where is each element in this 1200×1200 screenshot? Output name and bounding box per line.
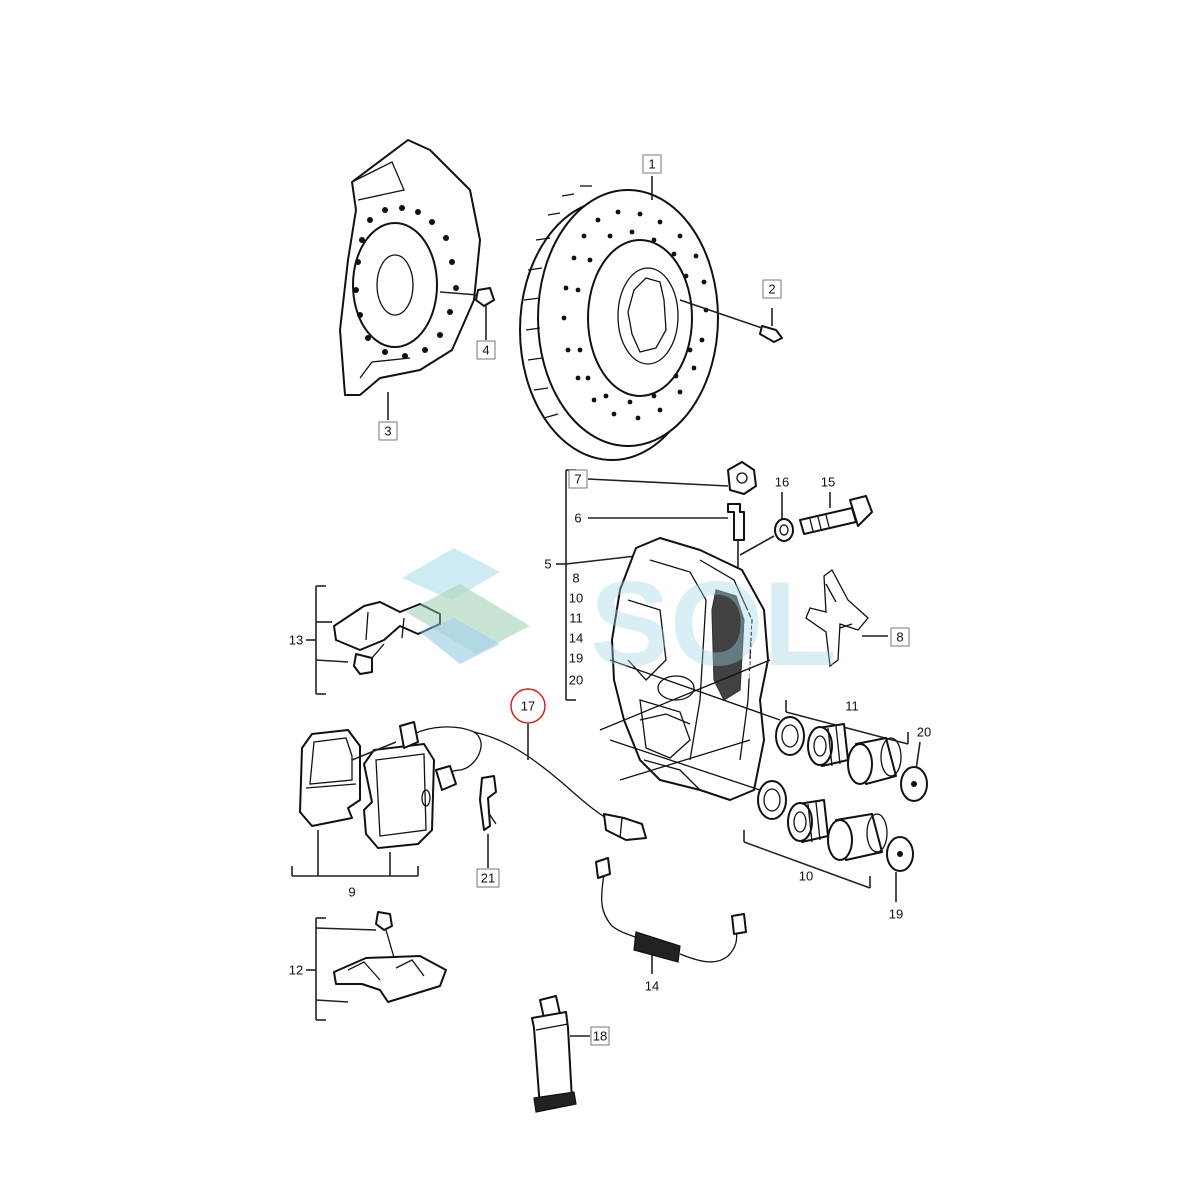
svg-text:1: 1 xyxy=(648,157,655,172)
svg-text:9: 9 xyxy=(348,885,355,900)
callout-11: 11 xyxy=(845,699,859,714)
svg-text:SOL: SOL xyxy=(590,557,837,691)
caliper-kit-list: 8 10 11 14 19 20 xyxy=(569,571,583,688)
svg-text:2: 2 xyxy=(768,282,775,297)
brake-pad-right xyxy=(363,743,435,849)
brake-disc-part xyxy=(519,185,719,461)
callout-12: 12 xyxy=(289,963,303,978)
callout-18: 18 xyxy=(590,1026,610,1046)
anti-rattle-screw-part xyxy=(353,653,373,675)
bracket-10 xyxy=(743,830,871,889)
svg-text:14: 14 xyxy=(569,631,583,646)
callout-6: 6 xyxy=(574,511,581,526)
grease-tube-part xyxy=(531,995,577,1113)
bolt-part xyxy=(475,287,495,307)
callout-9: 9 xyxy=(348,885,355,900)
disc-washer-20 xyxy=(900,766,928,802)
svg-text:15: 15 xyxy=(821,475,835,490)
dust-shield-part xyxy=(339,139,481,396)
svg-text:8: 8 xyxy=(572,571,579,586)
callout-20: 20 xyxy=(917,725,931,740)
seal-ring-upper xyxy=(775,716,805,756)
svg-text:4: 4 xyxy=(482,343,489,358)
svg-text:20: 20 xyxy=(569,673,583,688)
dust-boot-upper xyxy=(807,723,849,767)
svg-text:13: 13 xyxy=(289,633,303,648)
callout-17-highlighted: 17 xyxy=(510,688,546,724)
bleeder-valve-part xyxy=(727,503,745,541)
bracket-9 xyxy=(291,830,419,877)
svg-text:8: 8 xyxy=(896,630,903,645)
bracket-13 xyxy=(306,585,326,695)
piston-upper xyxy=(847,737,902,785)
svg-text:10: 10 xyxy=(799,869,813,884)
svg-text:21: 21 xyxy=(481,871,495,886)
callout-2: 2 xyxy=(762,279,782,299)
seal-ring-lower xyxy=(757,780,787,820)
callout-19: 19 xyxy=(889,907,903,922)
caliper-bolt-part xyxy=(799,495,873,535)
sensor-clip-part xyxy=(479,775,497,831)
svg-text:6: 6 xyxy=(574,511,581,526)
watermark: SOL xyxy=(402,548,837,691)
piston-lower xyxy=(827,813,888,861)
brake-caliper-part: PORSCHE xyxy=(611,537,769,801)
svg-text:3: 3 xyxy=(384,424,391,439)
callout-21: 21 xyxy=(476,868,500,888)
bleeder-cap-part xyxy=(727,461,757,495)
svg-text:19: 19 xyxy=(889,907,903,922)
brake-pad-left xyxy=(299,729,361,827)
brake-line-part xyxy=(595,857,747,963)
callout-1: 1 xyxy=(642,154,662,174)
callout-4: 4 xyxy=(476,340,496,360)
bracket-12 xyxy=(306,917,377,1021)
callout-3: 3 xyxy=(378,421,398,441)
piston-guide-lines xyxy=(599,659,781,791)
disc-screw-part xyxy=(759,325,783,343)
plate-12-part xyxy=(333,955,447,1003)
svg-text:20: 20 xyxy=(917,725,931,740)
anti-rattle-plate-part xyxy=(333,601,441,651)
callout-7: 7 xyxy=(568,469,588,489)
spring-clip-part xyxy=(805,569,869,668)
svg-text:11: 11 xyxy=(845,699,859,714)
svg-text:18: 18 xyxy=(593,1029,607,1044)
callout-15: 15 xyxy=(821,475,835,490)
callout-16: 16 xyxy=(775,475,789,490)
callout-13: 13 xyxy=(289,633,303,648)
svg-text:16: 16 xyxy=(775,475,789,490)
disc-washer-19 xyxy=(886,836,914,872)
dust-boot-lower xyxy=(787,799,829,843)
callout-8: 8 xyxy=(890,627,910,647)
callout-5: 5 xyxy=(544,557,551,572)
svg-text:5: 5 xyxy=(544,557,551,572)
svg-text:11: 11 xyxy=(569,611,583,626)
svg-text:17: 17 xyxy=(521,699,535,714)
svg-text:19: 19 xyxy=(569,651,583,666)
svg-text:14: 14 xyxy=(645,979,659,994)
callout-10: 10 xyxy=(799,869,813,884)
svg-text:7: 7 xyxy=(574,472,581,487)
svg-text:12: 12 xyxy=(289,963,303,978)
washer-16-part xyxy=(774,518,794,542)
caliper-brand-text: PORSCHE xyxy=(741,598,757,681)
callout-14: 14 xyxy=(645,979,659,994)
wear-sensor-part xyxy=(399,721,647,841)
svg-text:10: 10 xyxy=(569,591,583,606)
